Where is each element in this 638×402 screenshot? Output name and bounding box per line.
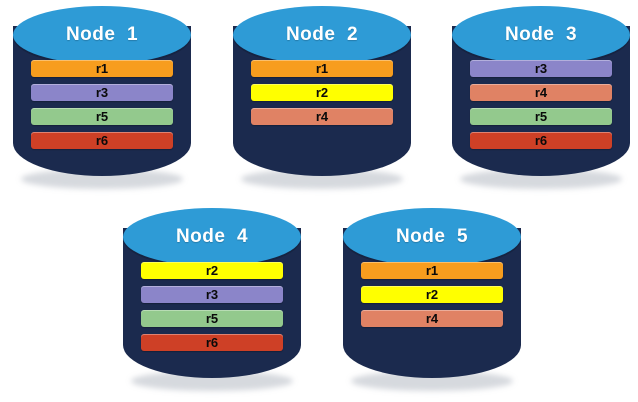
record-bar[interactable]: r2 — [251, 84, 393, 101]
node-record-list: r1 r3 r5 r6 — [31, 60, 173, 149]
record-bar[interactable]: r4 — [251, 108, 393, 125]
record-bar[interactable]: r6 — [31, 132, 173, 149]
node-drop-shadow — [241, 169, 403, 189]
record-bar[interactable]: r3 — [470, 60, 612, 77]
node-top-ellipse — [13, 6, 191, 64]
node-title-label: Node 2 — [285, 24, 359, 45]
node-title-label: Node 3 — [504, 24, 578, 45]
record-bar[interactable]: r2 — [361, 286, 503, 303]
database-node-cylinder[interactable]: Node 4 r2 r3 r5 r6 — [123, 208, 301, 391]
record-bar[interactable]: r5 — [31, 108, 173, 125]
node-drop-shadow — [460, 169, 622, 189]
record-bar[interactable]: r2 — [141, 262, 283, 279]
record-bar[interactable]: r3 — [31, 84, 173, 101]
record-bar[interactable]: r5 — [470, 108, 612, 125]
record-bar[interactable]: r4 — [361, 310, 503, 327]
node-drop-shadow — [351, 371, 513, 391]
node-record-list: r3 r4 r5 r6 — [470, 60, 612, 149]
node-drop-shadow — [21, 169, 183, 189]
node-record-list: r1 r2 r4 — [251, 60, 393, 125]
node-title-label: Node 1 — [65, 24, 139, 45]
node-title-label: Node 5 — [395, 226, 469, 247]
database-node-cylinder[interactable]: Node 1 r1 r3 r5 r6 — [13, 6, 191, 189]
database-node-cylinder[interactable]: Node 2 r1 r2 r4 — [233, 6, 411, 189]
record-bar[interactable]: r1 — [251, 60, 393, 77]
node-record-list: r2 r3 r5 r6 — [141, 262, 283, 351]
node-drop-shadow — [131, 371, 293, 391]
node-top-ellipse — [123, 208, 301, 266]
record-bar[interactable]: r1 — [31, 60, 173, 77]
node-record-list: r1 r2 r4 — [361, 262, 503, 327]
node-top-ellipse — [233, 6, 411, 64]
record-bar[interactable]: r4 — [470, 84, 612, 101]
node-title-label: Node 4 — [175, 226, 249, 247]
record-bar[interactable]: r6 — [141, 334, 283, 351]
database-node-cylinder[interactable]: Node 5 r1 r2 r4 — [343, 208, 521, 391]
record-bar[interactable]: r3 — [141, 286, 283, 303]
node-top-ellipse — [343, 208, 521, 266]
record-bar[interactable]: r5 — [141, 310, 283, 327]
record-bar[interactable]: r1 — [361, 262, 503, 279]
record-bar[interactable]: r6 — [470, 132, 612, 149]
database-node-cylinder[interactable]: Node 3 r3 r4 r5 r6 — [452, 6, 630, 189]
node-top-ellipse — [452, 6, 630, 64]
